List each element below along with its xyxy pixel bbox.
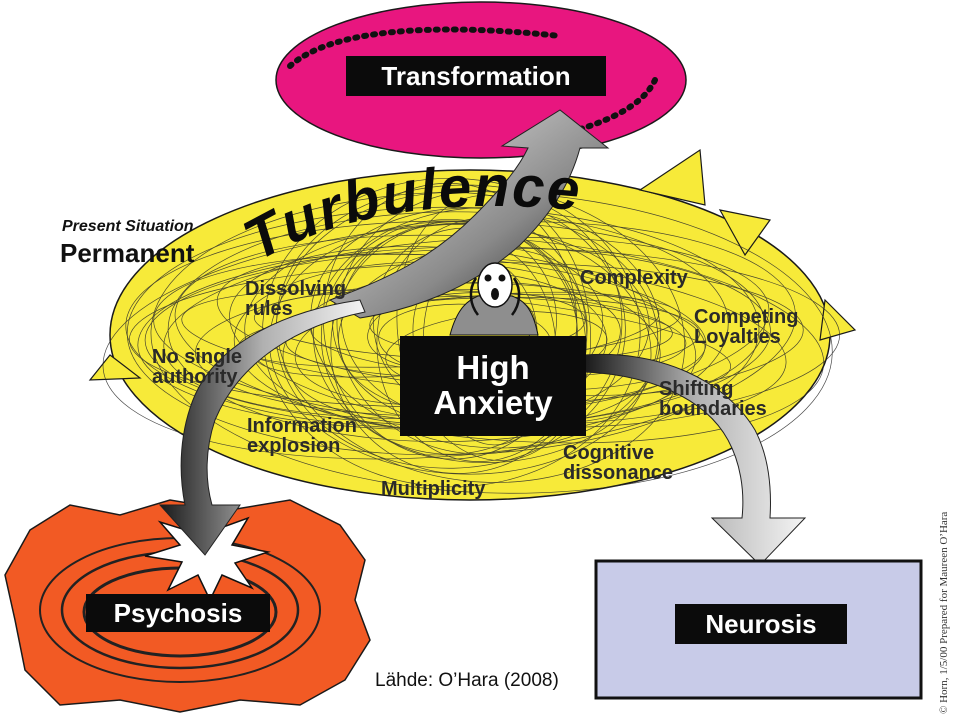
- present-situation-label: Present Situation: [62, 218, 194, 235]
- factor-information-explosion: Information explosion: [247, 415, 357, 457]
- neurosis-label: Neurosis: [675, 604, 847, 644]
- high-anxiety-label: High Anxiety: [400, 336, 586, 436]
- factor-competing-loyalties: Competing Loyalties: [694, 306, 799, 348]
- source-citation: Lähde: O’Hara (2008): [372, 670, 562, 691]
- factor-shifting-boundaries: Shifting boundaries: [659, 378, 767, 420]
- scribble-line: [276, 184, 686, 483]
- factor-cognitive-dissonance: Cognitive dissonance: [563, 442, 674, 484]
- factor-no-single-authority: No single authority: [152, 346, 243, 388]
- arrow-left-down-icon: [158, 299, 366, 556]
- scream-face-icon: [449, 262, 539, 336]
- arrow-up-icon: [328, 109, 610, 319]
- psychosis-label: Psychosis: [86, 594, 270, 632]
- factor-multiplicity: Multiplicity: [381, 478, 486, 500]
- factor-complexity: Complexity: [580, 267, 688, 289]
- credit-note: © Horn, 1/5/00 Prepared for Maureen O’Ha…: [938, 511, 950, 714]
- transformation-label: Transformation: [346, 56, 606, 96]
- factor-dissolving-rules: Dissolving rules: [245, 278, 347, 320]
- scribble-line: [126, 206, 760, 456]
- permanent-label: Permanent: [60, 238, 195, 268]
- scribble-line: [102, 221, 796, 460]
